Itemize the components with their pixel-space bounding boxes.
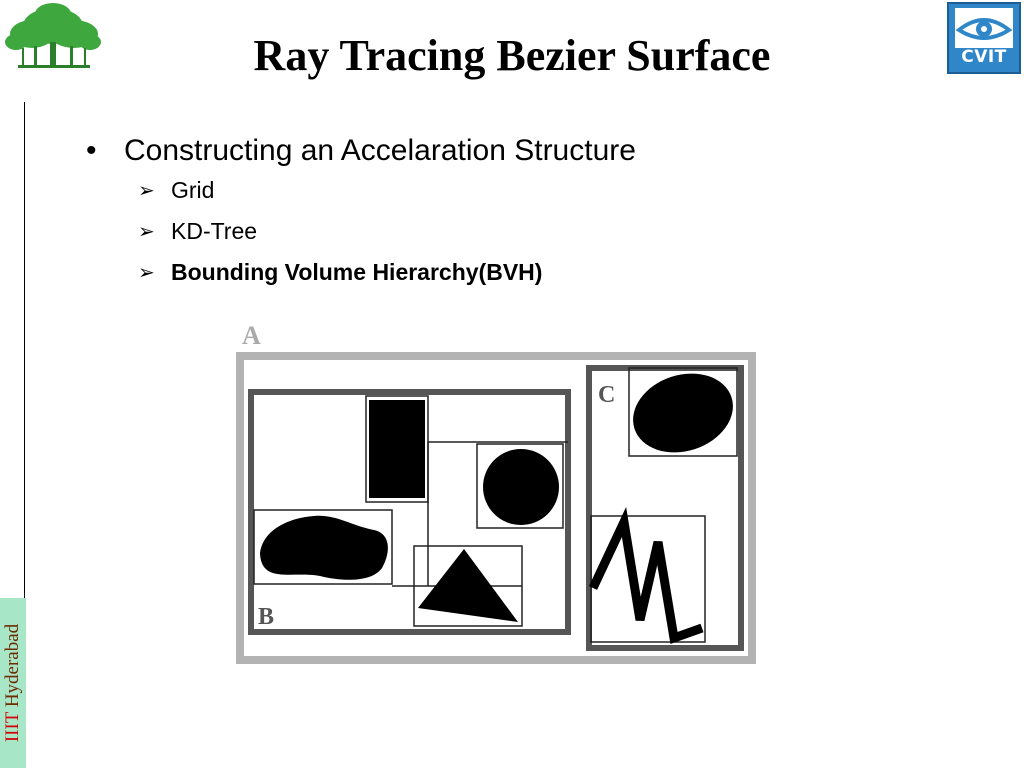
sub-bullet-grid: ➢ Grid [138, 170, 636, 211]
box-label-c: C [598, 382, 615, 408]
bbox-blob [253, 509, 393, 585]
arrow-bullet-icon: ➢ [138, 221, 155, 243]
bvh-diagram: A B C [236, 321, 756, 664]
triangle-shape [418, 549, 518, 622]
sidebar-institute-badge: IIIT Hyderabad [0, 598, 26, 768]
bbox-ellipse [628, 367, 738, 457]
sub-bullet-kd-tree: ➢ KD-Tree [138, 211, 636, 252]
sub-bullet-list: ➢ Grid ➢ KD-Tree ➢ Bounding Volume Hiera… [86, 170, 636, 293]
slide-title: Ray Tracing Bezier Surface [253, 31, 771, 80]
bullet-main: • Constructing an Accelaration Structure [86, 134, 636, 168]
cvit-logo: CVIT [947, 2, 1021, 74]
rectangle-shape [369, 400, 425, 498]
ellipse-shape [633, 373, 733, 453]
arrow-bullet-icon: ➢ [138, 180, 155, 202]
bounding-box-a [236, 352, 756, 664]
bullet-dot-icon: • [86, 134, 97, 167]
blob-shape [260, 515, 388, 580]
bullet-item: • Constructing an Accelaration Structure… [86, 134, 636, 293]
sub-bullet-text: Grid [171, 177, 215, 203]
zigzag-shape [588, 506, 704, 645]
sidebar-city-label: Hyderabad [2, 623, 23, 708]
sidebar-divider [24, 102, 25, 600]
bullet-list: • Constructing an Accelaration Structure… [86, 134, 636, 293]
sidebar-institute-text: IIIT Hyderabad [2, 624, 24, 742]
bounding-box-b [248, 389, 571, 635]
sub-bullet-text: Bounding Volume Hierarchy(BVH) [171, 259, 543, 285]
tree-logo-icon [5, 3, 101, 68]
sub-bullet-text: KD-Tree [171, 218, 258, 244]
box-label-b: B [258, 604, 274, 630]
circle-shape [483, 449, 559, 525]
sidebar-iiit-label: IIIT [2, 711, 23, 743]
box-label-a: A [242, 321, 261, 350]
cvit-logo-text: CVIT [961, 47, 1007, 67]
arrow-bullet-icon: ➢ [138, 262, 155, 284]
bullet-text: Constructing an Accelaration Structure [124, 134, 636, 167]
sub-bullet-bvh: ➢ Bounding Volume Hierarchy(BVH) [138, 252, 636, 293]
bbox-circle [476, 443, 564, 529]
eye-icon [955, 8, 1013, 48]
bbox-zigzag [590, 515, 706, 643]
